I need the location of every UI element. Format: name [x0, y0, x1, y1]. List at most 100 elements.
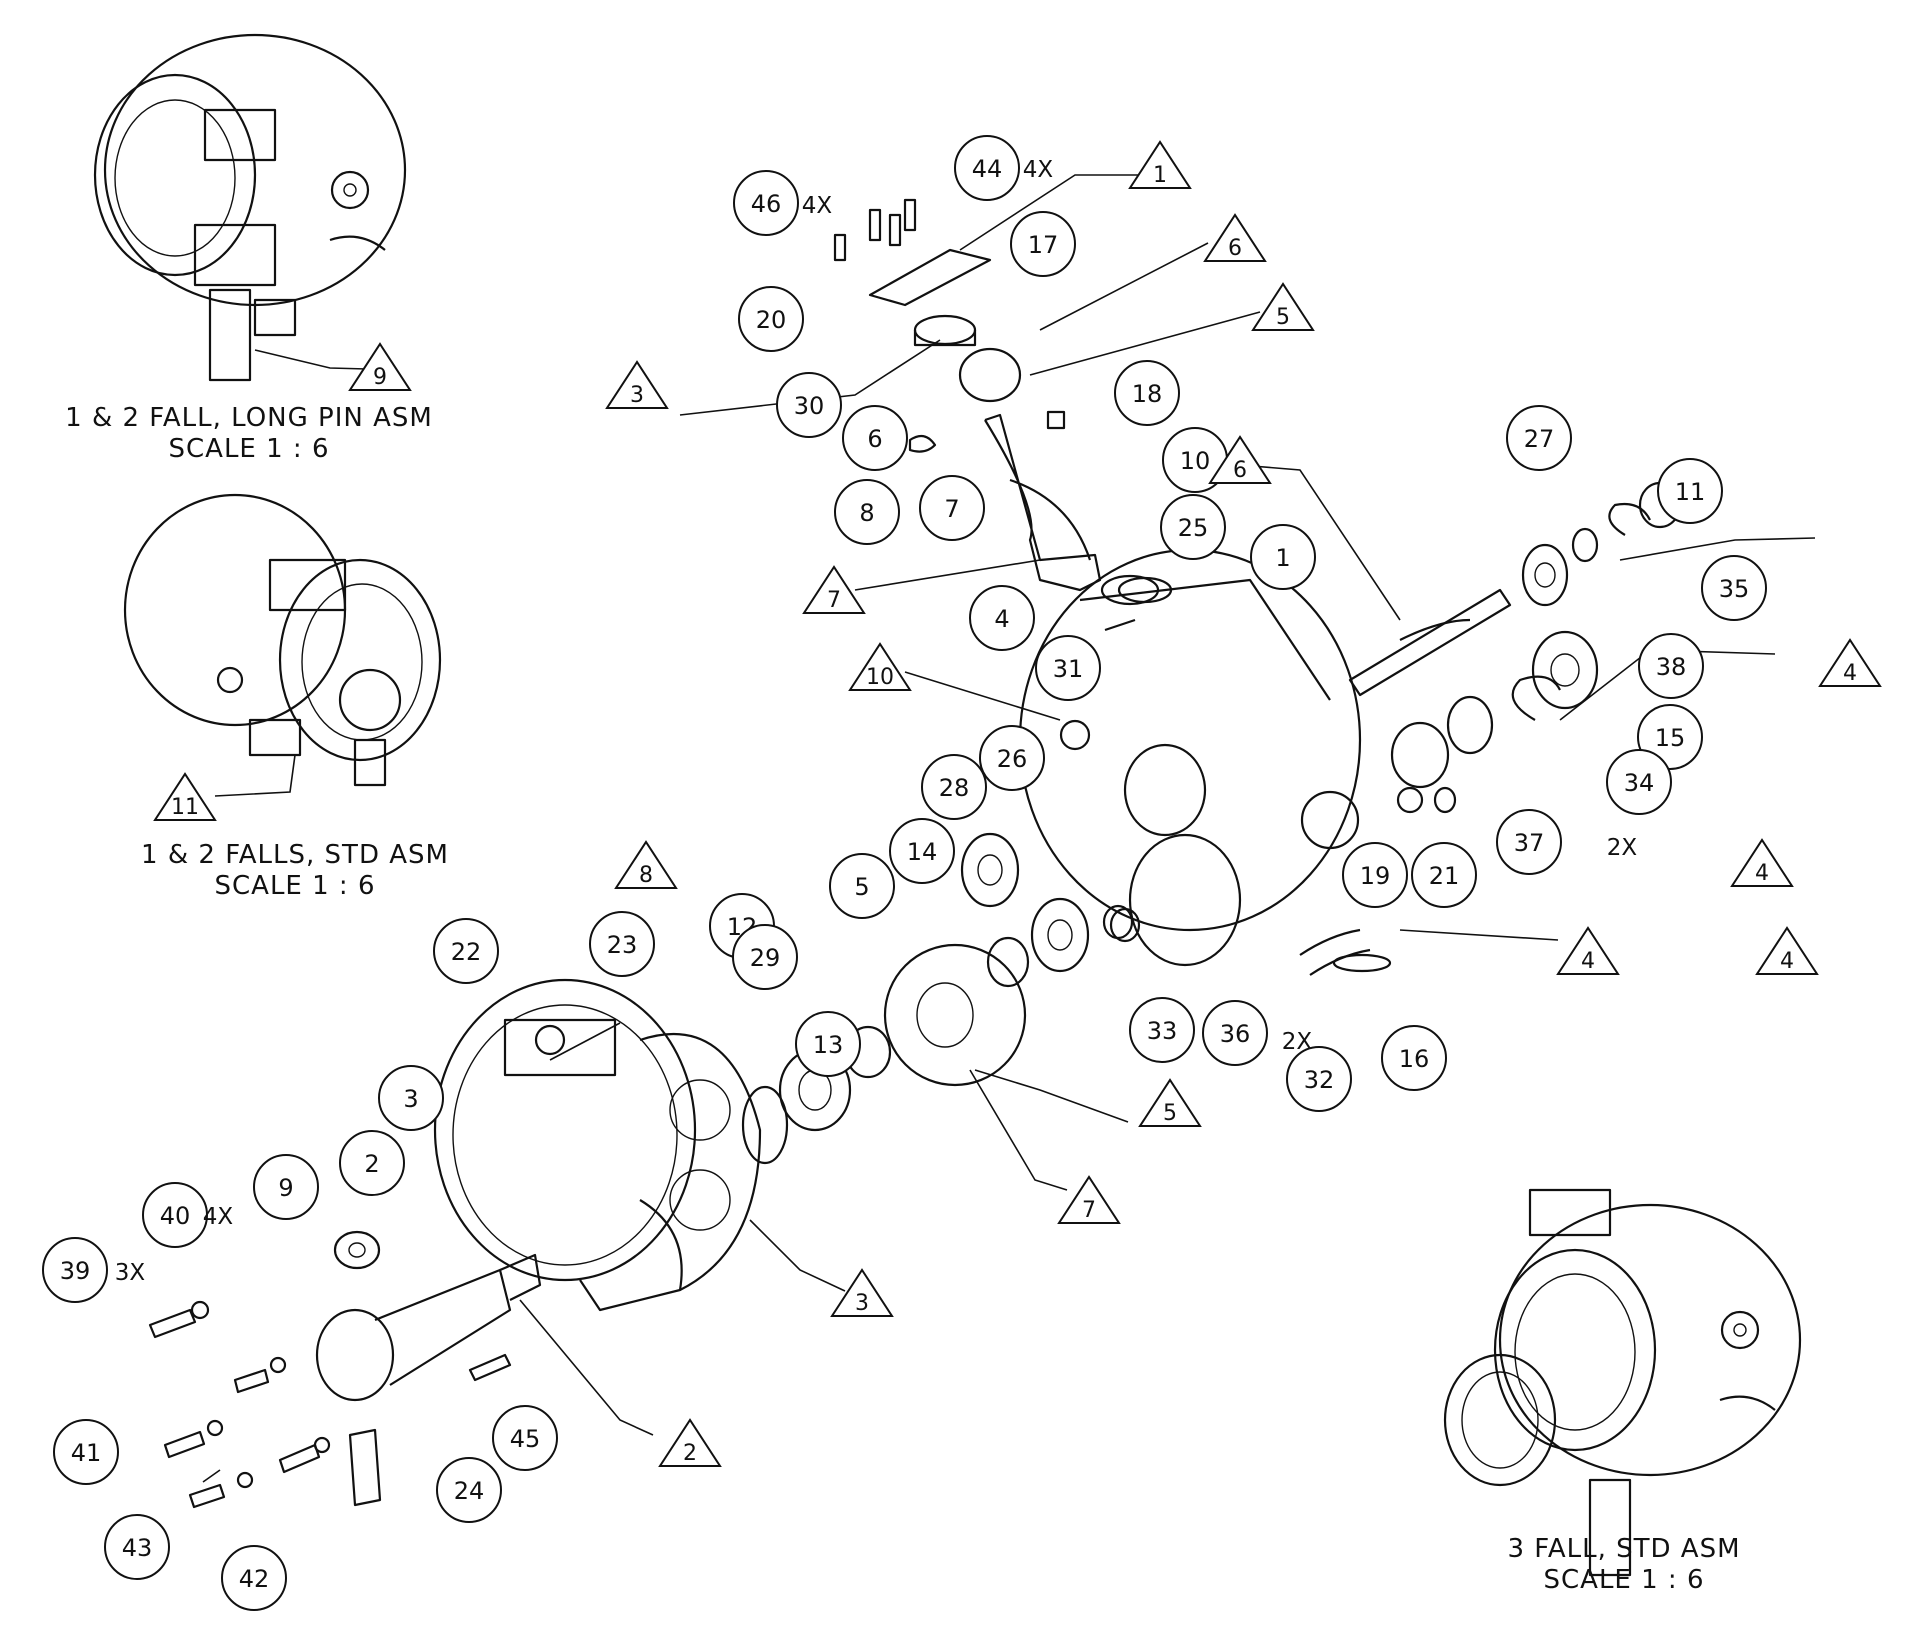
balloon-circle: [776, 372, 842, 438]
balloon-number: 22: [451, 938, 482, 966]
balloon-number: 34: [1624, 769, 1655, 797]
balloon-42: 42: [221, 1545, 287, 1611]
balloon-circle: [378, 1065, 444, 1131]
balloon-circle: [889, 818, 955, 884]
balloon-number: 25: [1178, 514, 1209, 542]
caption-std-title: 1 & 2 FALLS, STD ASM: [141, 840, 449, 870]
assembly-view-std: [123, 493, 442, 787]
balloon-number: 19: [1360, 862, 1391, 890]
balloon-21: 21: [1411, 842, 1477, 908]
balloon-45: 45: [492, 1405, 558, 1471]
triangle-number: 4: [1581, 949, 1595, 974]
balloon-2: 2: [339, 1130, 405, 1196]
balloon-number: 36: [1220, 1020, 1251, 1048]
triangle-number: 11: [171, 795, 199, 820]
triangle-number: 3: [630, 383, 644, 408]
triangle-shape: [1138, 1078, 1202, 1127]
balloon-number: 41: [71, 1439, 102, 1467]
balloon-circle: [954, 135, 1020, 201]
triangle-shape: [1755, 926, 1819, 975]
balloon-number: 16: [1399, 1045, 1430, 1073]
balloon-46: 46: [733, 170, 799, 236]
balloon-number: 32: [1304, 1066, 1335, 1094]
balloon-19: 19: [1342, 842, 1408, 908]
triangle-number: 6: [1233, 458, 1247, 483]
triangle-number: 8: [639, 863, 653, 888]
triangle-number: 10: [866, 665, 894, 690]
balloon-number: 5: [854, 873, 869, 901]
quantity-2x: 2X: [1607, 835, 1638, 861]
balloon-36: 36: [1202, 1000, 1268, 1066]
exploded-parts: [148, 198, 1682, 1509]
triangle-number: 7: [1082, 1198, 1096, 1223]
triangle-shape: [605, 360, 669, 409]
triangle-4: 4: [1818, 638, 1882, 687]
triangle-3: 3: [830, 1268, 894, 1317]
balloon-circle: [795, 1011, 861, 1077]
triangle-number: 7: [827, 588, 841, 613]
balloon-circle: [42, 1237, 108, 1303]
balloon-38: 38: [1638, 633, 1704, 699]
balloon-23: 23: [589, 911, 655, 977]
triangle-number: 6: [1228, 236, 1242, 261]
quantity-4x: 4X: [203, 1204, 234, 1230]
triangle-number: 4: [1780, 949, 1794, 974]
triangle-4: 4: [1755, 926, 1819, 975]
balloon-circle: [1381, 1025, 1447, 1091]
balloon-number: 40: [160, 1202, 191, 1230]
balloon-circle: [732, 924, 798, 990]
triangle-4: 4: [1730, 838, 1794, 887]
balloon-11: 11: [1657, 458, 1723, 524]
balloon-number: 4: [994, 605, 1009, 633]
balloon-number: 14: [907, 838, 938, 866]
balloon-number: 44: [972, 155, 1003, 183]
balloon-circle: [1202, 1000, 1268, 1066]
balloon-circle: [834, 479, 900, 545]
balloon-18: 18: [1114, 360, 1180, 426]
triangle-shape: [658, 1418, 722, 1467]
balloon-circle: [921, 754, 987, 820]
balloon-circle: [1010, 211, 1076, 277]
balloon-circle: [1129, 997, 1195, 1063]
triangle-11: 11: [153, 772, 217, 821]
caption-long-pin-scale: SCALE 1 : 6: [169, 434, 330, 464]
balloon-number: 13: [813, 1031, 844, 1059]
triangle-number: 5: [1276, 305, 1290, 330]
balloon-circle: [829, 853, 895, 919]
balloon-number: 18: [1132, 380, 1163, 408]
balloon-number: 28: [939, 774, 970, 802]
triangle-shape: [1057, 1175, 1121, 1224]
assembly-view-long-pin: [93, 33, 407, 382]
triangle-shape: [614, 840, 678, 889]
balloon-7: 7: [919, 475, 985, 541]
triangle-number: 3: [855, 1291, 869, 1316]
balloon-number: 30: [794, 392, 825, 420]
balloon-number: 3: [403, 1085, 418, 1113]
triangle-shape: [153, 772, 217, 821]
balloon-44: 44: [954, 135, 1020, 201]
balloon-circle: [492, 1405, 558, 1471]
balloon-circle: [1496, 809, 1562, 875]
balloon-circle: [1160, 494, 1226, 560]
balloon-40: 40: [142, 1182, 208, 1248]
balloon-14: 14: [889, 818, 955, 884]
balloon-circle: [1411, 842, 1477, 908]
balloon-circle: [253, 1154, 319, 1220]
balloon-3: 3: [378, 1065, 444, 1131]
triangle-5: 5: [1138, 1078, 1202, 1127]
triangle-shape: [1203, 213, 1267, 262]
balloon-27: 27: [1506, 405, 1572, 471]
triangle-shape: [348, 342, 412, 391]
balloon-26: 26: [979, 725, 1045, 791]
balloon-5: 5: [829, 853, 895, 919]
caption-3-fall-scale: SCALE 1 : 6: [1544, 1565, 1705, 1595]
balloon-number: 37: [1514, 829, 1545, 857]
balloon-6: 6: [842, 405, 908, 471]
balloon-22: 22: [433, 918, 499, 984]
balloon-41: 41: [53, 1419, 119, 1485]
balloon-circle: [104, 1514, 170, 1580]
triangle-6: 6: [1203, 213, 1267, 262]
balloon-13: 13: [795, 1011, 861, 1077]
balloon-number: 15: [1655, 724, 1686, 752]
